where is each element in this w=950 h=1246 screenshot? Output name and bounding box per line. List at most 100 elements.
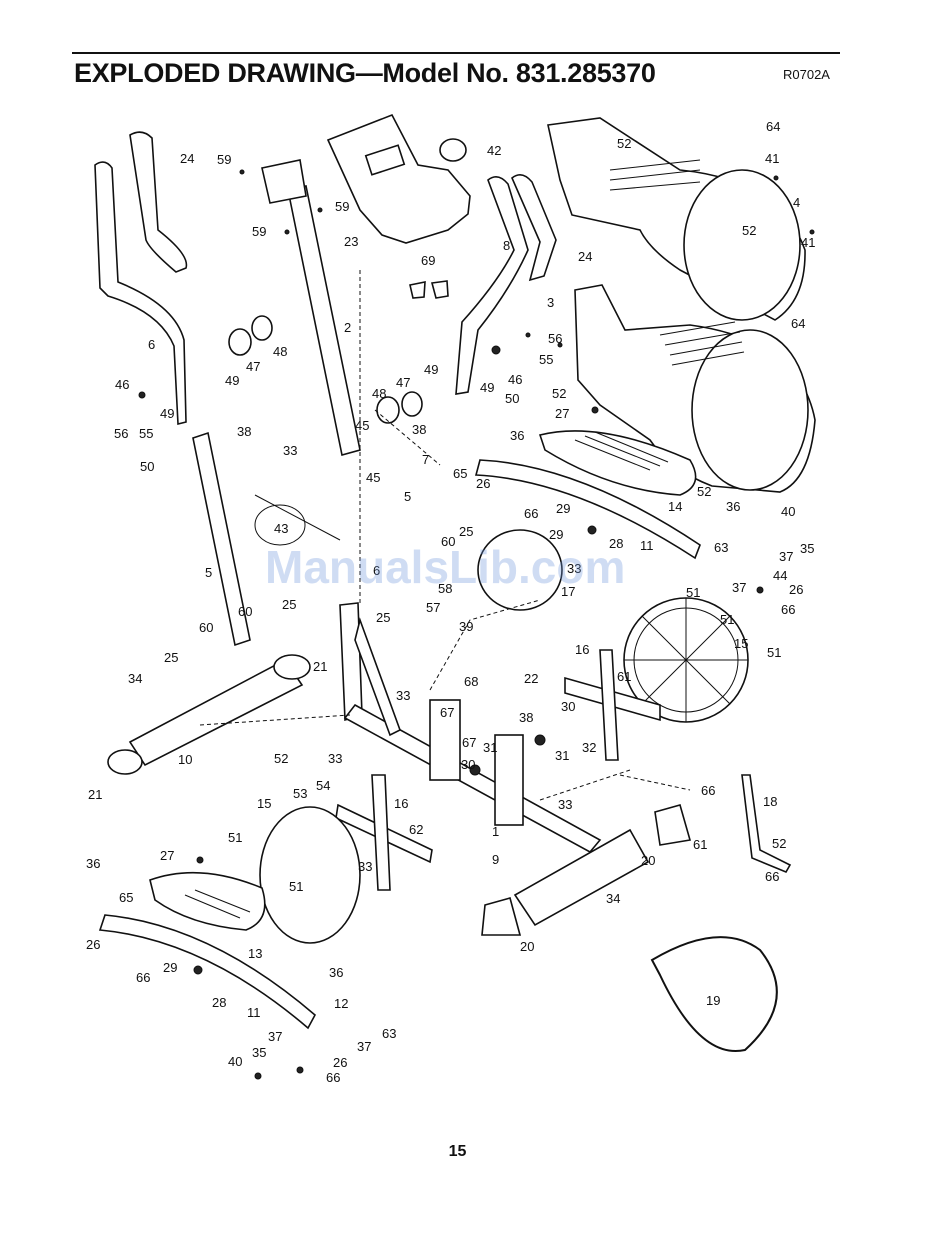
callout: 49: [480, 380, 494, 395]
callout: 65: [119, 890, 133, 905]
callout: 53: [293, 786, 307, 801]
callout: 48: [273, 344, 287, 359]
callout: 65: [453, 466, 467, 481]
callout: 49: [225, 373, 239, 388]
callout: 25: [282, 597, 296, 612]
callout: 50: [505, 391, 519, 406]
callout: 52: [274, 751, 288, 766]
callout: 25: [164, 650, 178, 665]
callout: 52: [617, 136, 631, 151]
callout: 40: [228, 1054, 242, 1069]
callout: 37: [732, 580, 746, 595]
callout: 48: [372, 386, 386, 401]
callout: 55: [539, 352, 553, 367]
callout: 59: [335, 199, 349, 214]
callout: 33: [283, 443, 297, 458]
callout: 21: [88, 787, 102, 802]
callout: 33: [567, 561, 581, 576]
callout: 67: [440, 705, 454, 720]
callout: 26: [333, 1055, 347, 1070]
callout: 21: [313, 659, 327, 674]
callout: 66: [765, 869, 779, 884]
callout: 34: [606, 891, 620, 906]
callout: 11: [640, 538, 654, 553]
callout: 16: [575, 642, 589, 657]
callout: 52: [552, 386, 566, 401]
callout: 14: [668, 499, 682, 514]
callout-numbers: 24 59 59 59 23 42 52 64 41 4 52 41 64 8 …: [86, 119, 815, 1085]
callout: 19: [706, 993, 720, 1008]
callout: 3: [547, 295, 554, 310]
callout: 35: [252, 1045, 266, 1060]
callout: 59: [252, 224, 266, 239]
callout: 12: [334, 996, 348, 1011]
callout: 8: [503, 238, 510, 253]
callout: 58: [438, 581, 452, 596]
callout: 52: [742, 223, 756, 238]
callout: 1: [492, 824, 499, 839]
callout: 40: [781, 504, 795, 519]
callout: 41: [801, 235, 815, 250]
callout: 63: [714, 540, 728, 555]
callout: 16: [394, 796, 408, 811]
callout: 10: [178, 752, 192, 767]
callout: 69: [421, 253, 435, 268]
callout: 66: [701, 783, 715, 798]
callout: 18: [763, 794, 777, 809]
callout: 37: [779, 549, 793, 564]
callout: 6: [373, 563, 380, 578]
callout: 2: [344, 320, 351, 335]
callout: 64: [766, 119, 780, 134]
drawing-code: R0702A: [783, 67, 830, 82]
callout: 57: [426, 600, 440, 615]
callout: 59: [217, 152, 231, 167]
callout: 5: [205, 565, 212, 580]
callout: 66: [781, 602, 795, 617]
callout: 37: [268, 1029, 282, 1044]
callout: 60: [441, 534, 455, 549]
callout: 4: [793, 195, 800, 210]
callout: 20: [520, 939, 534, 954]
watermark: ManualsLib.com: [265, 541, 626, 593]
callout: 13: [248, 946, 262, 961]
callout: 28: [609, 536, 623, 551]
callout: 26: [789, 582, 803, 597]
callout: 22: [524, 671, 538, 686]
callout: 36: [329, 965, 343, 980]
callout: 52: [772, 836, 786, 851]
callout: 39: [459, 619, 473, 634]
callout: 25: [376, 610, 390, 625]
callout: 51: [686, 585, 700, 600]
callout: 46: [115, 377, 129, 392]
callout: 56: [548, 331, 562, 346]
callout: 29: [163, 960, 177, 975]
callout: 37: [357, 1039, 371, 1054]
callout: 35: [800, 541, 814, 556]
callout: 62: [409, 822, 423, 837]
callout: 38: [412, 422, 426, 437]
callout: 63: [382, 1026, 396, 1041]
callout: 55: [139, 426, 153, 441]
callout: 33: [358, 859, 372, 874]
callout: 25: [459, 524, 473, 539]
callout: 33: [328, 751, 342, 766]
callout: 27: [555, 406, 569, 421]
callout: 36: [510, 428, 524, 443]
callout: 67: [462, 735, 476, 750]
page-title: EXPLODED DRAWING—Model No. 831.285370: [74, 58, 656, 88]
callout: 42: [487, 143, 501, 158]
callout: 45: [366, 470, 380, 485]
callout: 49: [160, 406, 174, 421]
callout: 26: [86, 937, 100, 952]
callout: 28: [212, 995, 226, 1010]
callout: 7: [422, 452, 429, 467]
callout: 36: [726, 499, 740, 514]
callout: 49: [424, 362, 438, 377]
callout: 51: [767, 645, 781, 660]
callout: 15: [734, 636, 748, 651]
callout: 36: [86, 856, 100, 871]
callout: 50: [140, 459, 154, 474]
callout: 43: [274, 521, 288, 536]
callout: 30: [561, 699, 575, 714]
